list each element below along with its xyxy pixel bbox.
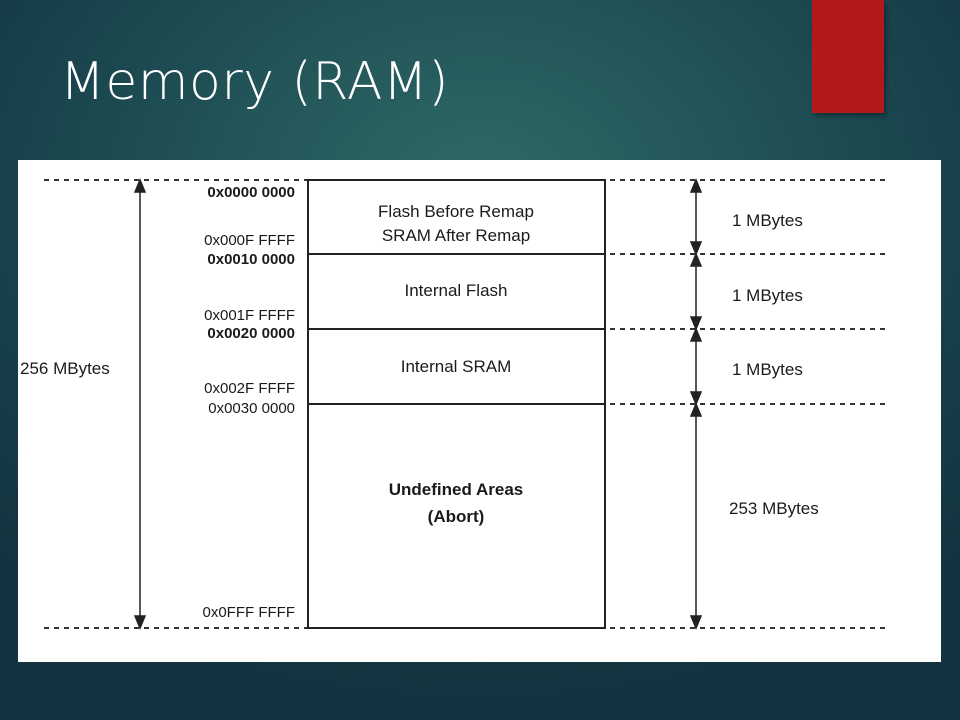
region-3-start-address: 0x0020 0000 — [207, 325, 295, 342]
region-4-start-address: 0x0030 0000 — [208, 400, 295, 417]
region-1-label-line-2: SRAM After Remap — [382, 226, 530, 245]
region-1-label-line-1: Flash Before Remap — [378, 202, 534, 221]
slide-title: Memory (RAM) — [60, 52, 450, 112]
memory-map-diagram: 256 MBytes 0x0000 0000 0x000F FFFF 0x001… — [18, 160, 941, 662]
region-1-size-arrow-up — [689, 178, 703, 193]
region-4-size-arrow-down — [689, 615, 703, 630]
region-3-size-label: 1 MBytes — [732, 360, 803, 379]
region-2-size-label: 1 MBytes — [732, 286, 803, 305]
region-2-size-arrow-down — [689, 316, 703, 331]
region-3-size-arrow-up — [689, 327, 703, 342]
region-1-size-arrow-down — [689, 241, 703, 256]
region-2-end-address: 0x001F FFFF — [204, 307, 295, 324]
total-size-arrow-up — [133, 178, 147, 193]
region-4-label-line-1: Undefined Areas — [389, 480, 523, 499]
region-3-label: Internal SRAM — [401, 357, 512, 376]
total-size-label: 256 MBytes — [20, 359, 110, 378]
region-2-start-address: 0x0010 0000 — [207, 251, 295, 268]
region-3-size-arrow-down — [689, 391, 703, 406]
region-4-label-line-2: (Abort) — [428, 507, 485, 526]
region-1-end-address: 0x000F FFFF — [204, 232, 295, 249]
region-1-start-address: 0x0000 0000 — [207, 184, 295, 201]
accent-block — [812, 0, 884, 113]
region-1-size-label: 1 MBytes — [732, 211, 803, 230]
region-4-size-arrow-up — [689, 402, 703, 417]
memory-map-svg: 256 MBytes 0x0000 0000 0x000F FFFF 0x001… — [20, 178, 888, 630]
region-4-size-label: 253 MBytes — [729, 499, 819, 518]
region-3-end-address: 0x002F FFFF — [204, 380, 295, 397]
region-2-size-arrow-up — [689, 252, 703, 267]
region-4-end-address: 0x0FFF FFFF — [203, 604, 296, 621]
total-size-arrow-down — [133, 615, 147, 630]
region-2-label: Internal Flash — [405, 281, 508, 300]
